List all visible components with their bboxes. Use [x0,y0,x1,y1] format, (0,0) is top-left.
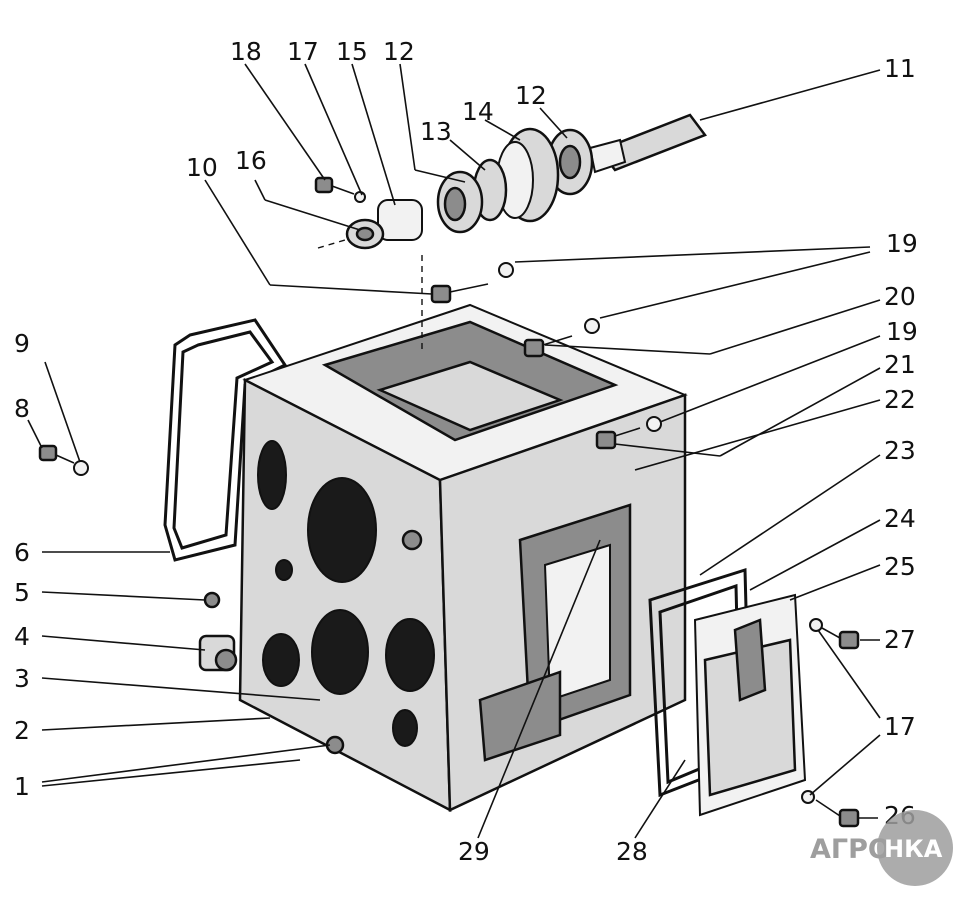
label-13: 13 [420,117,452,146]
housing-gasket [163,318,288,562]
label-19: 19 [886,229,918,258]
label-11: 11 [884,54,916,83]
label-17-lower: 17 [884,712,916,741]
label-8: 8 [14,394,30,423]
label-6: 6 [14,538,30,567]
label-29: 29 [458,837,490,866]
label-28: 28 [616,837,648,866]
label-23: 23 [884,436,916,465]
bolt-21 [595,416,662,450]
label-16: 16 [235,146,267,175]
watermark-right: НКА [884,835,943,863]
label-19-lower: 19 [886,317,918,346]
bolt-20 [523,318,600,358]
label-21: 21 [884,350,916,379]
side-cover [693,593,807,817]
label-15: 15 [336,37,368,66]
label-14: 14 [462,97,494,126]
bolt-10 [430,262,514,304]
label-24: 24 [884,504,916,533]
label-25: 25 [884,552,916,581]
label-2: 2 [14,716,30,745]
bolt-27 [809,618,860,650]
label-27: 27 [884,625,916,654]
drain-plug [198,634,238,672]
shaft-assembly [436,113,707,234]
agronka-watermark-logo: АГРО НКА [810,810,953,886]
bolt-26 [801,790,860,828]
label-10: 10 [186,153,218,182]
label-22: 22 [884,385,916,414]
label-18: 18 [230,37,262,66]
leader-lines [27,63,881,839]
label-12: 12 [383,37,415,66]
label-4: 4 [14,622,30,651]
cap-15-nut-16 [314,176,423,250]
label-12-lower: 12 [515,81,547,110]
label-3: 3 [14,664,30,693]
bolt-8 [38,444,89,476]
label-20: 20 [884,282,916,311]
label-17: 17 [287,37,319,66]
label-5: 5 [14,578,30,607]
part-number-labels: 18 17 15 12 11 14 12 13 10 16 19 20 19 2… [14,37,918,866]
label-9: 9 [14,329,30,358]
gearbox-housing [203,303,688,813]
label-1: 1 [14,772,30,801]
